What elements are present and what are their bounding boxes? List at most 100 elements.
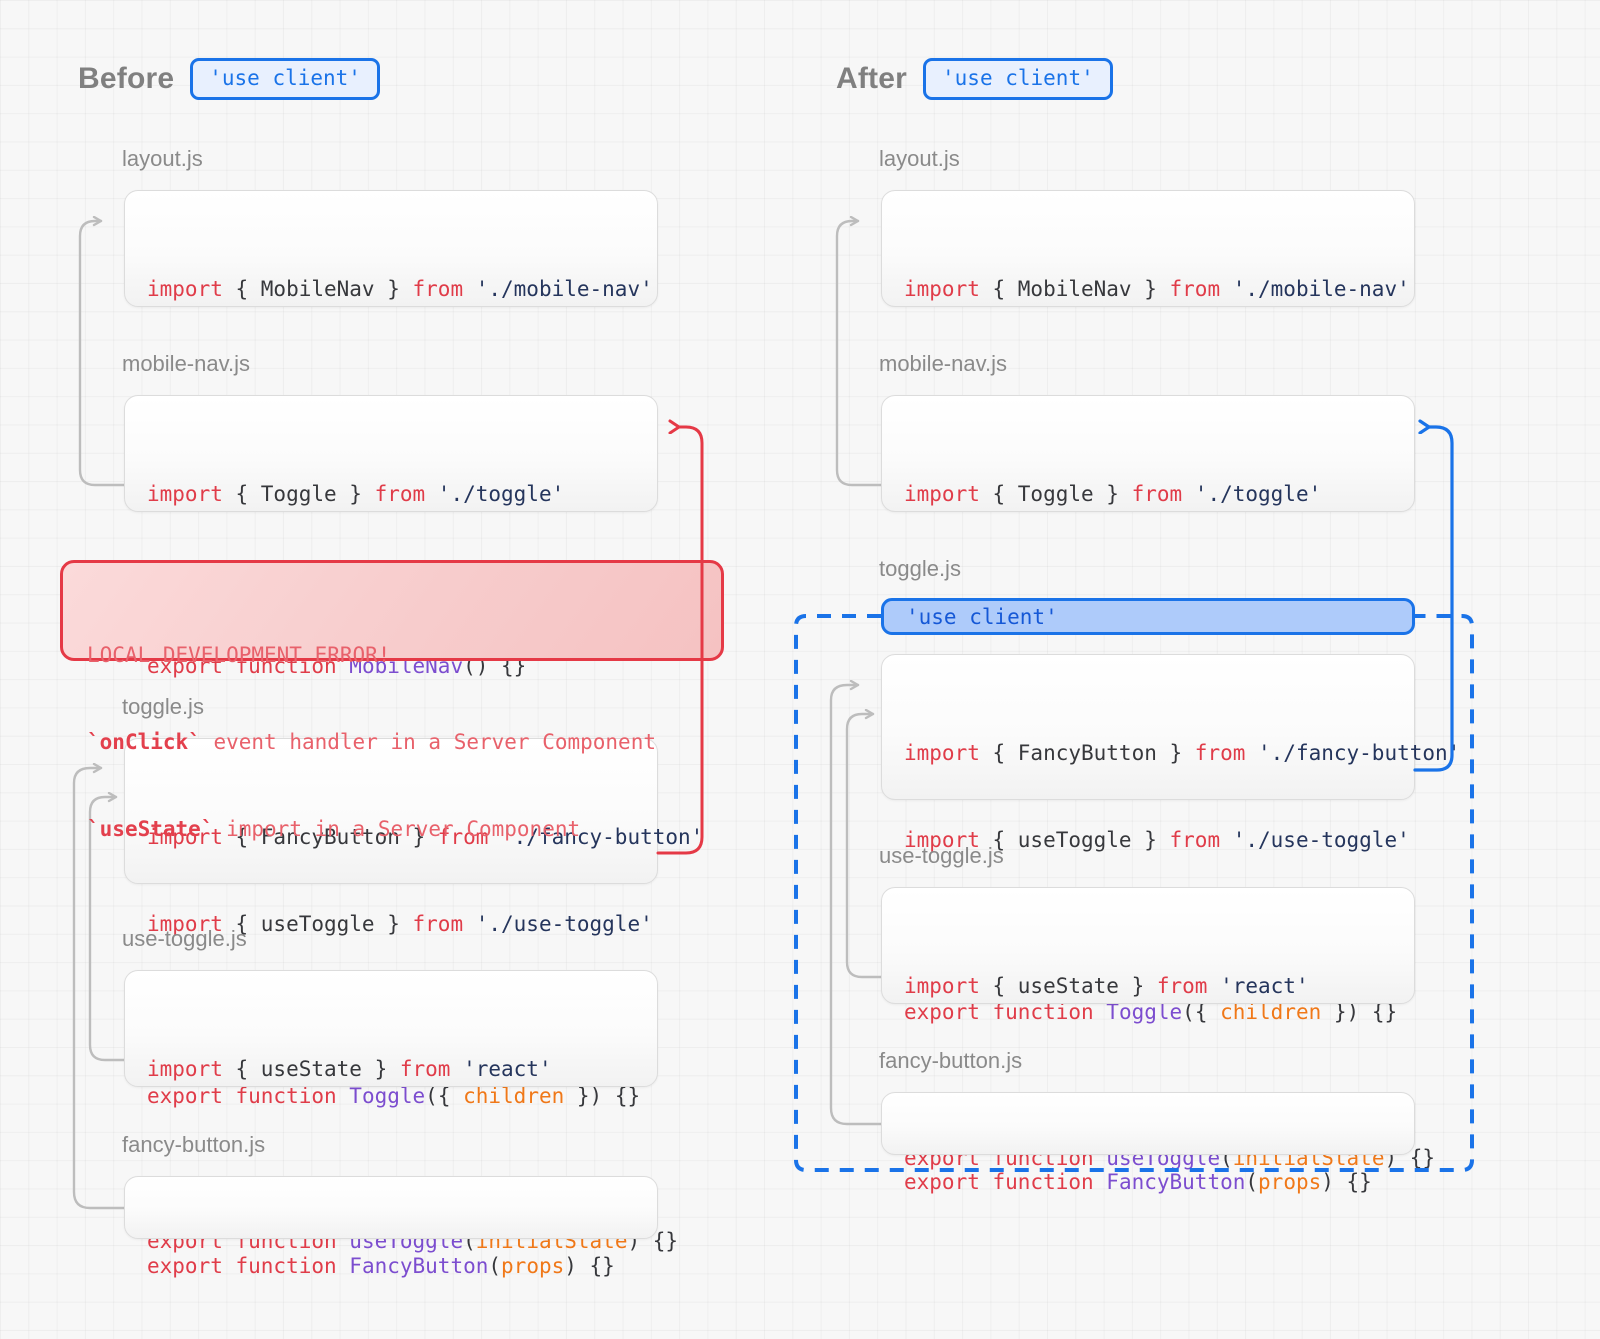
error-text: event handler in a Server Component <box>200 730 656 754</box>
file-label-mobile-nav-before: mobile-nav.js <box>122 351 250 376</box>
token-keyword: from <box>437 825 489 849</box>
file-label-use-toggle-after: use-toggle.js <box>879 843 1004 868</box>
error-text: import in a Server Component <box>213 817 581 841</box>
token-identifier: { Toggle } <box>979 482 1132 506</box>
token-identifier: { FancyButton } <box>979 741 1195 765</box>
token-identifier: { useState } <box>222 1057 400 1081</box>
token-string: './mobile-nav' <box>463 277 653 301</box>
code-card-fancy-button-after: export function FancyButton(props) {} <box>881 1092 1415 1194</box>
legend-badge-use-client-before: 'use client' <box>190 58 380 101</box>
file-label-toggle-after: toggle.js <box>879 556 961 581</box>
token-keyword: import <box>904 277 980 301</box>
code-line: export function Toggle({ children }) {} <box>147 1082 640 1111</box>
token-keyword: from <box>1131 482 1183 506</box>
token-keyword: export function <box>147 1254 337 1278</box>
wire-client-blue <box>1413 427 1454 772</box>
token-string: 'react' <box>1207 974 1309 998</box>
token-keyword: import <box>147 1057 223 1081</box>
token-keyword: from <box>1194 741 1246 765</box>
code-line: import { MobileNav } from './mobile-nav' <box>904 275 1410 304</box>
error-tick: ` <box>87 730 100 754</box>
token-keyword: import <box>147 825 223 849</box>
file-label-layout-after: layout.js <box>879 146 960 171</box>
error-line-onclick: `onClick` event handler in a Server Comp… <box>87 728 697 757</box>
wire-after-fancybutton <box>829 685 886 1126</box>
panel-title-after: After <box>836 62 908 96</box>
token-function: Toggle <box>336 1084 426 1108</box>
token-keyword: import <box>147 482 223 506</box>
file-label-use-toggle-before: use-toggle.js <box>122 926 247 951</box>
token-identifier: { useState } <box>979 974 1157 998</box>
legend-badge-use-client-after: 'use client' <box>923 58 1113 101</box>
token-punct: ( <box>1245 1170 1259 1194</box>
code-card-layout-after: import { MobileNav } from './mobile-nav'… <box>881 190 1415 473</box>
token-string: './toggle' <box>1182 482 1322 506</box>
panel-title-before: Before <box>78 62 175 96</box>
token-keyword: import <box>147 277 223 301</box>
error-tick: ` <box>188 730 201 754</box>
token-keyword: import <box>904 482 980 506</box>
code-card-layout-before: import { MobileNav } from './mobile-nav'… <box>124 190 658 473</box>
file-label-fancy-button-after: fancy-button.js <box>879 1048 1023 1073</box>
code-line: export function FancyButton(props) {} <box>147 1252 635 1281</box>
panel-header-before: Before 'use client' <box>78 58 380 101</box>
code-card-use-toggle-after: import { useState } from 'react' export … <box>881 887 1435 1170</box>
file-label-mobile-nav-after: mobile-nav.js <box>879 351 1007 376</box>
code-line: import { Toggle } from './toggle' <box>904 480 1392 509</box>
code-card-toggle-before: import { FancyButton } from './fancy-but… <box>124 738 703 1108</box>
token-function: FancyButton <box>336 1254 489 1278</box>
code-line: export function FancyButton(props) {} <box>904 1168 1392 1197</box>
token-string: './toggle' <box>425 482 565 506</box>
panel-header-after: After 'use client' <box>836 58 1113 101</box>
wire-after-layout <box>835 221 886 487</box>
token-identifier: { MobileNav } <box>979 277 1170 301</box>
code-card-use-toggle-before: import { useState } from 'react' export … <box>124 970 678 1253</box>
token-identifier: { Toggle } <box>222 482 375 506</box>
token-punct: ) {} <box>1321 1170 1372 1194</box>
token-punct: ({ <box>425 1084 464 1108</box>
error-line-title: LOCAL DEVELOPMENT ERROR! <box>87 643 391 667</box>
token-function: FancyButton <box>1093 1170 1246 1194</box>
file-label-toggle-before: toggle.js <box>122 694 204 719</box>
token-identifier: { FancyButton } <box>222 825 438 849</box>
code-line: import { useToggle } from './use-toggle' <box>147 910 653 939</box>
token-punct: ( <box>488 1254 502 1278</box>
token-param: props <box>1258 1170 1322 1194</box>
file-label-fancy-button-before: fancy-button.js <box>122 1132 266 1157</box>
error-tick: ` <box>87 817 100 841</box>
code-line: import { Toggle } from './toggle' <box>147 480 635 509</box>
token-keyword: from <box>399 1057 451 1081</box>
token-string: './fancy-button' <box>1245 741 1461 765</box>
token-keyword: import <box>904 741 980 765</box>
token-keyword: from <box>1169 277 1221 301</box>
code-line: import { FancyButton } from './fancy-but… <box>904 739 1460 768</box>
token-punct: ) {} <box>564 1254 615 1278</box>
use-client-directive-banner: 'use client' <box>881 598 1415 635</box>
token-keyword: import <box>904 974 980 998</box>
code-line: import { useState } from 'react' <box>904 972 1392 1001</box>
code-card-fancy-button-before: export function FancyButton(props) {} <box>124 1176 658 1278</box>
wire-before-layout <box>78 221 129 487</box>
code-line: import { useState } from 'react' <box>147 1055 635 1084</box>
token-keyword: export function <box>147 1084 337 1108</box>
error-line-usestate: `useState` import in a Server Component <box>87 815 697 844</box>
token-keyword: import <box>147 912 223 936</box>
token-string: './use-toggle' <box>463 912 653 936</box>
token-punct: }) {} <box>564 1084 641 1108</box>
code-card-mobile-nav-after: import { Toggle } from './toggle' export… <box>881 395 1415 678</box>
error-callout: LOCAL DEVELOPMENT ERROR! `onClick` event… <box>60 560 724 841</box>
token-keyword: from <box>1156 974 1208 998</box>
token-identifier: { MobileNav } <box>222 277 413 301</box>
code-card-mobile-nav-before: import { Toggle } from './toggle' export… <box>124 395 658 678</box>
token-string: './use-toggle' <box>1220 828 1410 852</box>
code-line: import { MobileNav } from './mobile-nav' <box>147 275 653 304</box>
token-keyword: from <box>412 912 464 936</box>
token-param: children <box>463 1084 565 1108</box>
code-blank-line <box>904 567 1392 594</box>
code-card-toggle-after: import { FancyButton } from './fancy-but… <box>881 654 1460 1024</box>
token-param: props <box>501 1254 565 1278</box>
token-keyword: from <box>1169 828 1221 852</box>
token-keyword: export function <box>904 1170 1094 1194</box>
error-code-onclick: onClick <box>99 730 189 754</box>
